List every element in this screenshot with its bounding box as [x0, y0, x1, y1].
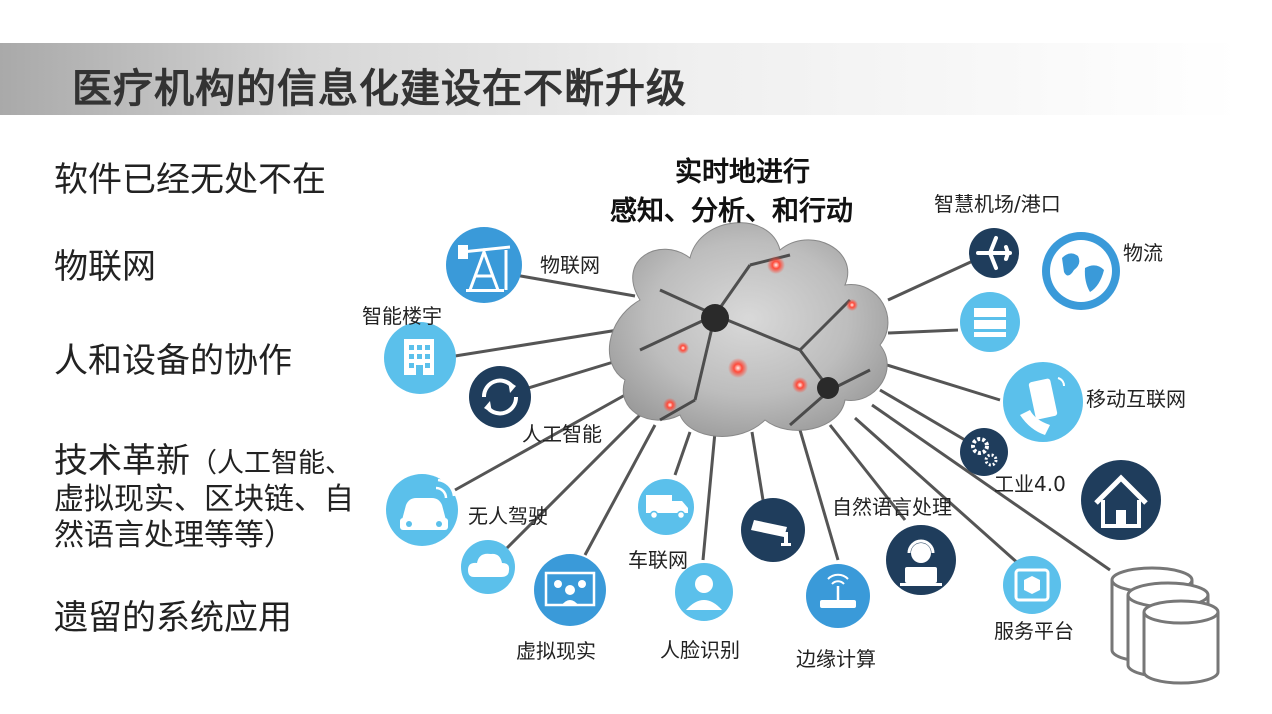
cloud-icon [461, 540, 515, 594]
diagram-heading-line2: 感知、分析、和行动 [610, 196, 853, 227]
package-box-icon [1003, 556, 1061, 614]
bullet-collaboration: 人和设备的协作 [54, 341, 292, 381]
label-mobile-internet: 移动互联网 [1086, 387, 1186, 411]
label-service-platform: 服务平台 [994, 619, 1074, 643]
truck-icon [638, 479, 694, 535]
label-iot: 物联网 [540, 253, 600, 277]
database-icon [1110, 566, 1220, 685]
label-edge-computing: 边缘计算 [796, 647, 876, 671]
bullet-innovation-line3: 然语言处理等等） [54, 518, 294, 553]
airplane-icon [969, 228, 1019, 278]
vr-meeting-icon [534, 554, 606, 626]
label-face-recognition: 人脸识别 [660, 638, 740, 662]
label-vr: 虚拟现实 [516, 639, 596, 663]
mobile-phone-icon [1003, 362, 1083, 442]
label-industry: 工业4.0 [994, 472, 1066, 496]
refresh-cycle-icon [469, 366, 531, 428]
oil-pump-icon [446, 227, 522, 303]
home-icon [1081, 460, 1161, 540]
bullet-software: 软件已经无处不在 [54, 160, 326, 200]
bullet-legacy: 遗留的系统应用 [54, 598, 292, 638]
headset-agent-icon [886, 525, 956, 595]
globe-icon [1042, 232, 1120, 310]
connector-lines [454, 258, 1111, 572]
router-icon [806, 564, 870, 628]
label-smart-airport: 智慧机场/港口 [934, 192, 1061, 216]
person-icon [675, 563, 733, 621]
neural-cloud [609, 222, 889, 437]
slide-title: 医疗机构的信息化建设在不断升级 [72, 66, 687, 112]
label-smart-building: 智能楼宇 [362, 304, 442, 328]
bullet-innovation-line2: 虚拟现实、区块链、自 [54, 482, 354, 517]
label-vehicle-network: 车联网 [628, 548, 688, 572]
server-icon [960, 292, 1020, 352]
security-camera-icon [741, 498, 805, 562]
car-icon [386, 474, 458, 546]
label-ai: 人工智能 [522, 422, 602, 446]
gears-icon [960, 428, 1008, 476]
label-autonomous: 无人驾驶 [468, 504, 548, 528]
bullet-innovation-lead: 技术革新 [54, 441, 190, 481]
bullet-innovation-paren: （人工智能、 [190, 448, 352, 479]
title-bar [0, 43, 1240, 115]
bullet-iot: 物联网 [54, 247, 156, 287]
label-logistics: 物流 [1123, 241, 1163, 265]
building-icon [384, 322, 456, 394]
label-nlp: 自然语言处理 [832, 495, 952, 519]
diagram-heading-line1: 实时地进行 [675, 157, 810, 188]
bullet-innovation: 技术革新（人工智能、 虚拟现实、区块链、自 然语言处理等等） [54, 443, 394, 554]
